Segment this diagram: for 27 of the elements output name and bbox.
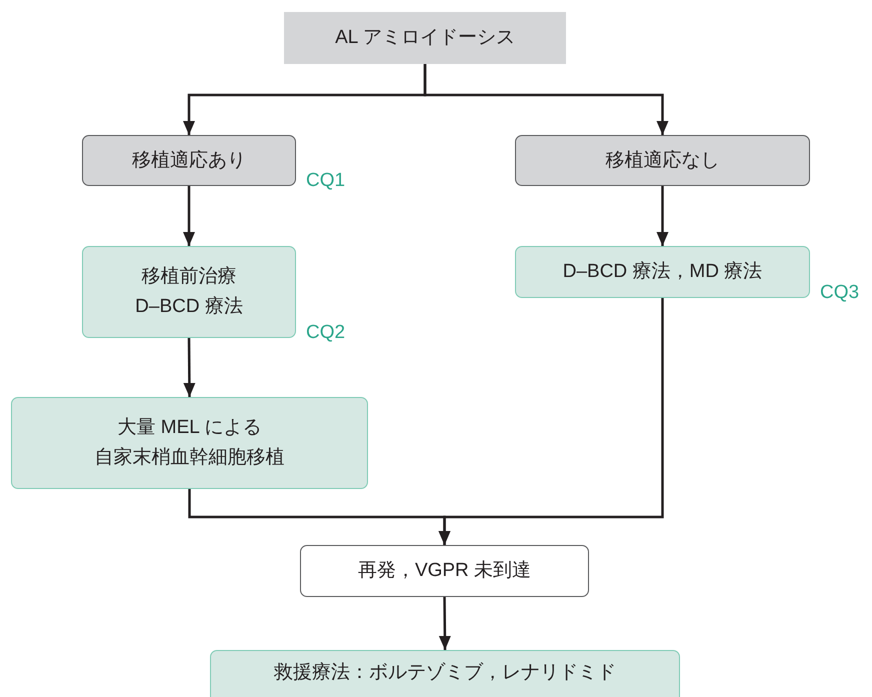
question-label: CQ1 — [306, 170, 346, 192]
box-label: 移植適応あり — [132, 148, 246, 172]
treatment-box — [210, 650, 680, 697]
box-label: D–BCD 療法 — [135, 295, 243, 319]
arrow — [424, 64, 668, 135]
box-label: D–BCD 療法，MD 療法 — [562, 260, 762, 284]
box-label: 救援療法：ボルテゾミブ，レナリドミド — [274, 661, 616, 685]
box-label: 大量 MEL による — [118, 416, 262, 440]
question-label: CQ3 — [820, 282, 860, 304]
arrow — [656, 186, 668, 246]
box-label: 再発，VGPR 未到達 — [358, 559, 532, 583]
category-box — [284, 12, 566, 64]
arrow — [183, 338, 196, 397]
box-label: 自家末梢血幹細胞移植 — [94, 446, 284, 470]
arrow — [183, 186, 195, 246]
category-box — [515, 135, 810, 186]
box-label: 移植前治療 — [142, 265, 236, 289]
box-label: AL アミロイドーシス — [335, 26, 515, 50]
treatment-box — [82, 246, 296, 338]
treatment-box — [11, 397, 368, 489]
question-label: CQ2 — [306, 322, 346, 344]
arrow — [438, 596, 451, 650]
box-label: 移植適応なし — [606, 148, 720, 172]
treatment-box — [515, 246, 810, 298]
arrow — [438, 298, 664, 545]
category-box — [82, 135, 296, 186]
condition-box — [300, 545, 589, 597]
